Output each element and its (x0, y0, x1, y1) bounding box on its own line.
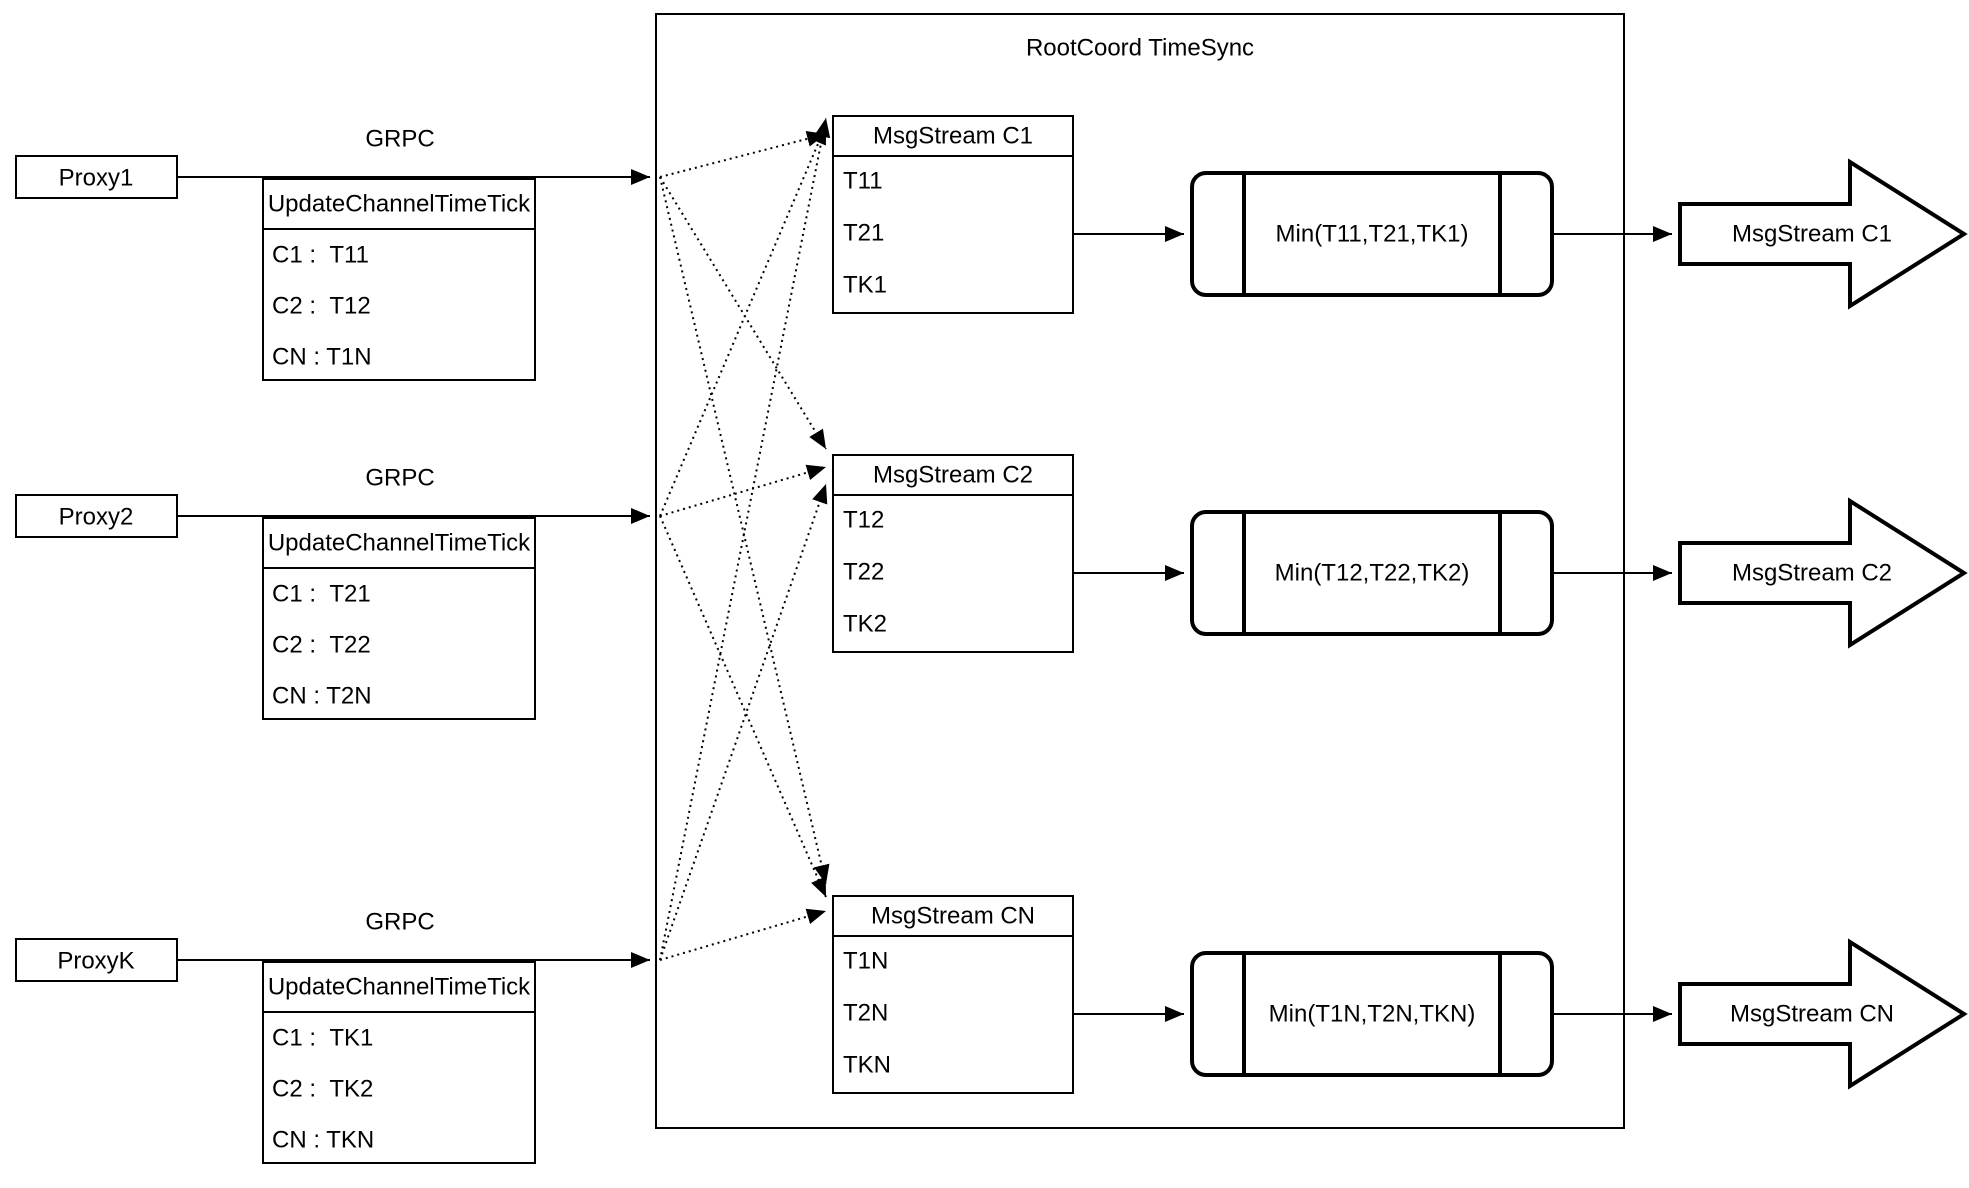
msgstream-c1-table: MsgStream C1 T11 T21 TK1 (832, 115, 1074, 314)
update-timetick-table-2: UpdateChannelTimeTick C1 : T21 C2 : T22 … (262, 517, 536, 720)
update-timetick-table-1-row-2: CN : T1N (272, 344, 372, 371)
update-timetick-table-3-row-0: C1 : TK1 (272, 1025, 373, 1052)
msgstream-c1-row-1: T21 (843, 220, 884, 247)
msgstream-c1-header: MsgStream C1 (873, 123, 1033, 150)
msgstream-c2-header: MsgStream C2 (873, 462, 1033, 489)
output-arrow-c2-label: MsgStream C2 (1732, 560, 1892, 587)
msgstream-cn-row-1: T2N (843, 1000, 888, 1027)
update-timetick-table-3-row-1: C2 : TK2 (272, 1076, 373, 1103)
output-arrow-c2: MsgStream C2 (1678, 497, 1968, 649)
update-timetick-table-1-row-1: C2 : T12 (272, 293, 371, 320)
msgstream-c2-box (832, 454, 1074, 653)
output-arrow-cn-shape (1678, 938, 1968, 1090)
output-arrow-c2-shape (1678, 497, 1968, 649)
msgstream-cn-box (832, 895, 1074, 1094)
msgstream-cn-row-0: T1N (843, 948, 888, 975)
msgstream-c1-box (832, 115, 1074, 314)
dotted-arrow-p1-c2 (659, 176, 827, 450)
min-node-1-label: Min(T11,T21,TK1) (1276, 221, 1469, 248)
update-timetick-table-2-row-0: C1 : T21 (272, 581, 371, 608)
update-timetick-table-3-header: UpdateChannelTimeTick (268, 974, 531, 1001)
update-timetick-table-2-header: UpdateChannelTimeTick (268, 530, 531, 557)
update-timetick-table-2-row-1: C2 : T22 (272, 632, 371, 659)
min-node-3: Min(T1N,T2N,TKN) (1190, 951, 1554, 1077)
dotted-arrow-pk-cn (659, 908, 827, 961)
update-timetick-table-2-box (262, 517, 536, 720)
msgstream-cn-header: MsgStream CN (871, 903, 1035, 930)
min-node-2: Min(T12,T22,TK2) (1190, 510, 1554, 636)
proxy1-box (15, 155, 178, 199)
msgstream-c2-row-1: T22 (843, 559, 884, 586)
min-node-2-label: Min(T12,T22,TK2) (1275, 560, 1470, 587)
grpc-label-3: GRPC (365, 909, 434, 936)
update-timetick-table-2-row-2: CN : T2N (272, 683, 372, 710)
msgstream-c2-row-2: TK2 (843, 611, 887, 638)
dotted-arrow-p1-cn (659, 176, 830, 885)
msgstream-c2-table: MsgStream C2 T12 T22 TK2 (832, 454, 1074, 653)
update-timetick-table-1-header: UpdateChannelTimeTick (268, 191, 531, 218)
dotted-arrow-pk-c2 (659, 483, 828, 961)
dotted-arrow-p2-c2 (659, 464, 827, 517)
output-arrow-cn: MsgStream CN (1678, 938, 1968, 1090)
min-node-1: Min(T11,T21,TK1) (1190, 171, 1554, 297)
proxy2-label: Proxy2 (59, 504, 134, 531)
update-timetick-table-1: UpdateChannelTimeTick C1 : T11 C2 : T12 … (262, 178, 536, 381)
msgstream-c1-row-0: T11 (843, 168, 883, 195)
min-node-3-label: Min(T1N,T2N,TKN) (1269, 1001, 1476, 1028)
update-timetick-table-1-row-0: C1 : T11 (272, 242, 369, 269)
update-timetick-table-3: UpdateChannelTimeTick C1 : TK1 C2 : TK2 … (262, 961, 536, 1164)
proxyk-label: ProxyK (57, 948, 134, 975)
proxyk-box (15, 938, 178, 982)
proxy2-box (15, 494, 178, 538)
dotted-arrow-pk-c1 (659, 117, 831, 961)
grpc-label-1: GRPC (365, 126, 434, 153)
update-timetick-table-3-box (262, 961, 536, 1164)
output-arrow-c1: MsgStream C1 (1678, 158, 1968, 310)
msgstream-c1-row-2: TK1 (843, 272, 887, 299)
update-timetick-table-3-row-2: CN : TKN (272, 1127, 374, 1154)
output-arrow-c1-shape (1678, 158, 1968, 310)
dotted-arrow-p1-c1 (659, 131, 827, 178)
msgstream-cn-table: MsgStream CN T1N T2N TKN (832, 895, 1074, 1094)
msgstream-c2-row-0: T12 (843, 507, 884, 534)
output-arrow-cn-label: MsgStream CN (1730, 1001, 1894, 1028)
rootcoord-timesync-title: RootCoord TimeSync (1026, 35, 1254, 62)
output-arrow-c1-label: MsgStream C1 (1732, 221, 1892, 248)
update-timetick-table-1-box (262, 178, 536, 381)
msgstream-cn-row-2: TKN (843, 1052, 891, 1079)
proxy1-label: Proxy1 (59, 165, 134, 192)
grpc-label-2: GRPC (365, 465, 434, 492)
